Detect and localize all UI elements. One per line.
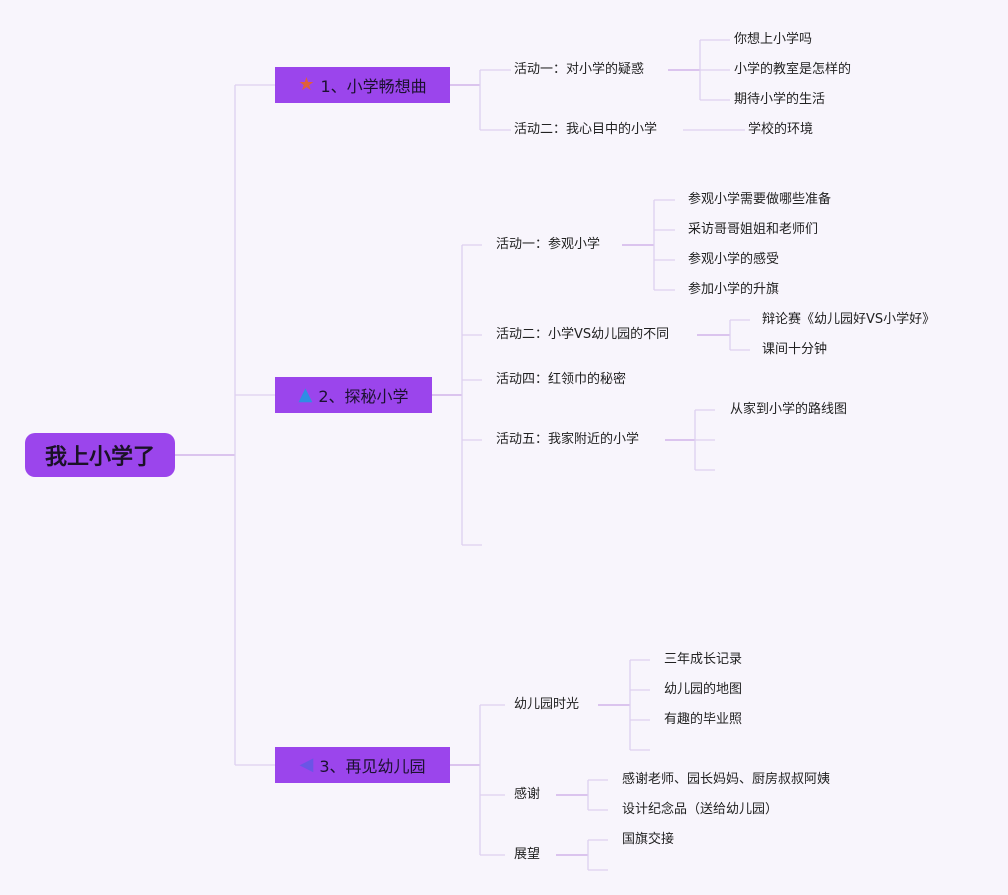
activity-node[interactable]: 活动二：我心目中的小学 <box>511 121 661 139</box>
leaf-node[interactable]: 小学的教室是怎样的 <box>731 61 855 79</box>
activity-node[interactable]: 活动四：红领巾的秘密 <box>493 371 630 389</box>
branch-node-1[interactable]: ★ 1、小学畅想曲 <box>275 67 450 103</box>
leaf-node[interactable]: 参加小学的升旗 <box>685 281 783 299</box>
activity-node[interactable]: 活动二：小学VS幼儿园的不同 <box>493 326 673 344</box>
leaf-node[interactable]: 你想上小学吗 <box>731 31 816 49</box>
leaf-node[interactable]: 从家到小学的路线图 <box>727 401 851 419</box>
root-node[interactable]: 我上小学了 <box>25 433 175 477</box>
leaf-node[interactable]: 国旗交接 <box>619 831 678 849</box>
leaf-node[interactable]: 参观小学的感受 <box>685 251 783 269</box>
branch-node-3[interactable]: ◀ 3、再见幼儿园 <box>275 747 450 783</box>
activity-node[interactable]: 活动一：参观小学 <box>493 236 604 254</box>
leaf-node[interactable]: 课间十分钟 <box>759 341 831 359</box>
section-node[interactable]: 感谢 <box>511 786 544 804</box>
branch-label: 3、再见幼儿园 <box>319 757 426 776</box>
leaf-node[interactable]: 参观小学需要做哪些准备 <box>685 191 835 209</box>
star-icon: ★ <box>298 74 315 95</box>
leaf-node[interactable]: 设计纪念品（送给幼儿园） <box>619 801 782 819</box>
leaf-node[interactable]: 感谢老师、园长妈妈、厨房叔叔阿姨 <box>619 771 834 789</box>
section-node[interactable]: 幼儿园时光 <box>511 696 583 714</box>
section-node[interactable]: 展望 <box>511 846 544 864</box>
leaf-node[interactable]: 学校的环境 <box>745 121 817 139</box>
branch-label: 2、探秘小学 <box>318 387 409 406</box>
tree-icon: ▲ <box>298 384 313 405</box>
leaf-node[interactable]: 采访哥哥姐姐和老师们 <box>685 221 822 239</box>
leaf-node[interactable]: 有趣的毕业照 <box>661 711 746 729</box>
leaf-node[interactable]: 三年成长记录 <box>661 651 746 669</box>
activity-node[interactable]: 活动五：我家附近的小学 <box>493 431 643 449</box>
leaf-node[interactable]: 幼儿园的地图 <box>661 681 746 699</box>
branch-node-2[interactable]: ▲ 2、探秘小学 <box>275 377 432 413</box>
activity-node[interactable]: 活动一：对小学的疑惑 <box>511 61 648 79</box>
leaf-node[interactable]: 辩论赛《幼儿园好VS小学好》 <box>759 311 939 329</box>
branch-label: 1、小学畅想曲 <box>320 77 427 96</box>
paper-plane-icon: ◀ <box>299 754 314 775</box>
leaf-node[interactable]: 期待小学的生活 <box>731 91 829 109</box>
